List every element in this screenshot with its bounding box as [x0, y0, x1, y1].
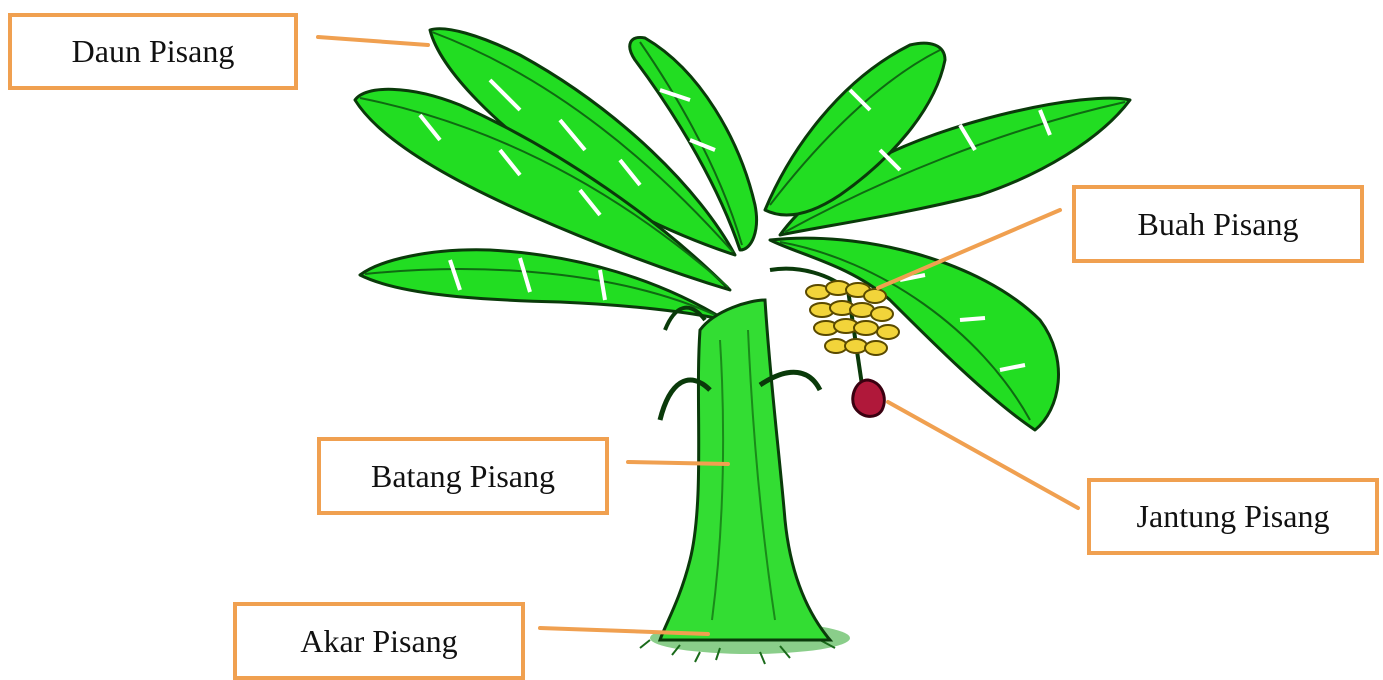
- label-root: Akar Pisang: [233, 602, 525, 680]
- banana-heart: [853, 380, 885, 416]
- label-stem: Batang Pisang: [317, 437, 609, 515]
- connector-stem: [628, 462, 728, 464]
- label-leaf: Daun Pisang: [8, 13, 298, 90]
- leaf-right-long: [770, 238, 1059, 430]
- connector-leaf: [318, 37, 428, 45]
- label-heart: Jantung Pisang: [1087, 478, 1379, 555]
- banana-stem: [660, 300, 830, 640]
- label-fruit: Buah Pisang: [1072, 185, 1364, 263]
- connector-heart: [888, 402, 1078, 508]
